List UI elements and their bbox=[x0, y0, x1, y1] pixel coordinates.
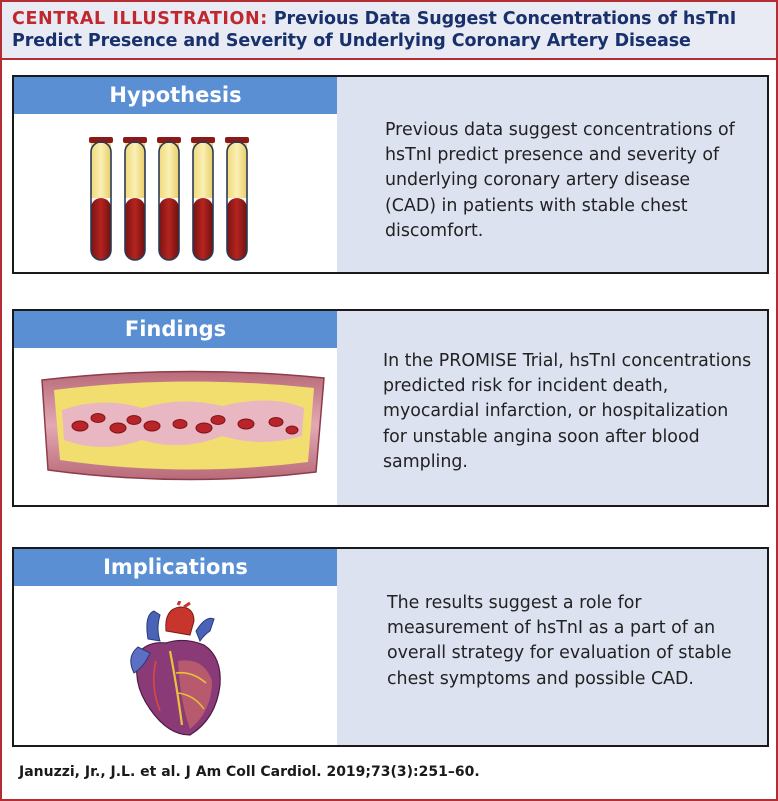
hypothesis-text-area: Previous data suggest concentrations of … bbox=[337, 77, 767, 272]
implications-tab-label: Implications bbox=[103, 555, 248, 579]
findings-tab-label: Findings bbox=[124, 317, 227, 341]
implications-tab: Implications bbox=[14, 549, 337, 586]
tube-1 bbox=[89, 137, 113, 261]
tube-4 bbox=[191, 137, 215, 261]
tube-2 bbox=[123, 137, 147, 261]
header-title: CENTRAL ILLUSTRATION: Previous Data Sugg… bbox=[12, 8, 772, 52]
hypothesis-panel: Previous data suggest concentrations of … bbox=[12, 75, 769, 274]
citation: Januzzi, Jr., J.L. et al. J Am Coll Card… bbox=[19, 764, 480, 780]
implications-panel: The results suggest a role for measureme… bbox=[12, 547, 769, 747]
hypothesis-tab-label: Hypothesis bbox=[109, 83, 242, 107]
header-title-line1: Previous Data Suggest Concentrations of … bbox=[267, 9, 737, 29]
blood-tubes-icon bbox=[89, 137, 249, 261]
hypothesis-text: Previous data suggest concentrations of … bbox=[385, 120, 735, 241]
header-title-line2: Predict Presence and Severity of Underly… bbox=[12, 31, 691, 51]
findings-panel: In the PROMISE Trial, hsTnI concentratio… bbox=[12, 309, 769, 507]
findings-text-area: In the PROMISE Trial, hsTnI concentratio… bbox=[337, 311, 767, 505]
findings-text: In the PROMISE Trial, hsTnI concentratio… bbox=[383, 351, 752, 472]
artery-plaque-icon bbox=[41, 370, 325, 481]
heart-icon bbox=[130, 601, 221, 736]
tube-5 bbox=[225, 137, 249, 261]
hypothesis-tab: Hypothesis bbox=[14, 77, 337, 114]
header: CENTRAL ILLUSTRATION: Previous Data Sugg… bbox=[2, 2, 776, 60]
findings-tab: Findings bbox=[14, 311, 337, 348]
implications-text-area: The results suggest a role for measureme… bbox=[337, 549, 767, 745]
tube-3 bbox=[157, 137, 181, 261]
header-label: CENTRAL ILLUSTRATION: bbox=[12, 9, 268, 29]
implications-text: The results suggest a role for measureme… bbox=[387, 593, 732, 689]
